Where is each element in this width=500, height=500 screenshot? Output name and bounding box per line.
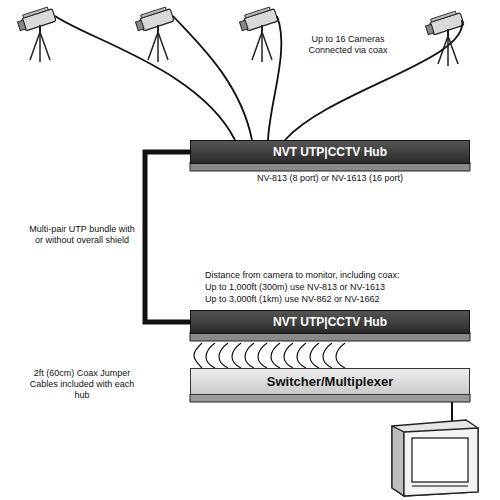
note-label: 2ft (60cm) Coax Jumper Cables included w… [28, 368, 136, 400]
device-name: Switcher/Multiplexer [190, 368, 470, 395]
model-number: NV-813 (8 port) or NV-1613 (16 port) [190, 173, 470, 183]
device-name: NVT UTP|CCTV Hub [190, 140, 470, 164]
note-label: Up to 3,000ft (1km) use NV-862 or NV-166… [205, 294, 475, 305]
note-label: Up to 1,000ft (300m) use NV-813 or NV-16… [205, 282, 475, 293]
switcher-box: Switcher/Multiplexer [190, 368, 470, 395]
coax-cable [55, 16, 462, 140]
coax-jumper [194, 343, 202, 368]
note-label: Distance from camera to monitor, includi… [205, 270, 475, 281]
utp-bundle [145, 152, 190, 322]
note-label: Up to 16 Cameras Connected via coax [298, 34, 398, 56]
hub-box: NVT UTP|CCTV HubNV-813 (8 port) or NV-16… [190, 140, 470, 183]
note-label: Multi-pair UTP bundle with or without ov… [28, 224, 136, 246]
coax-jumper [206, 343, 345, 368]
monitor [392, 402, 478, 496]
hub-box: NVT UTP|CCTV Hub [190, 310, 470, 334]
camera [16, 6, 464, 66]
device-name: NVT UTP|CCTV Hub [190, 310, 470, 334]
